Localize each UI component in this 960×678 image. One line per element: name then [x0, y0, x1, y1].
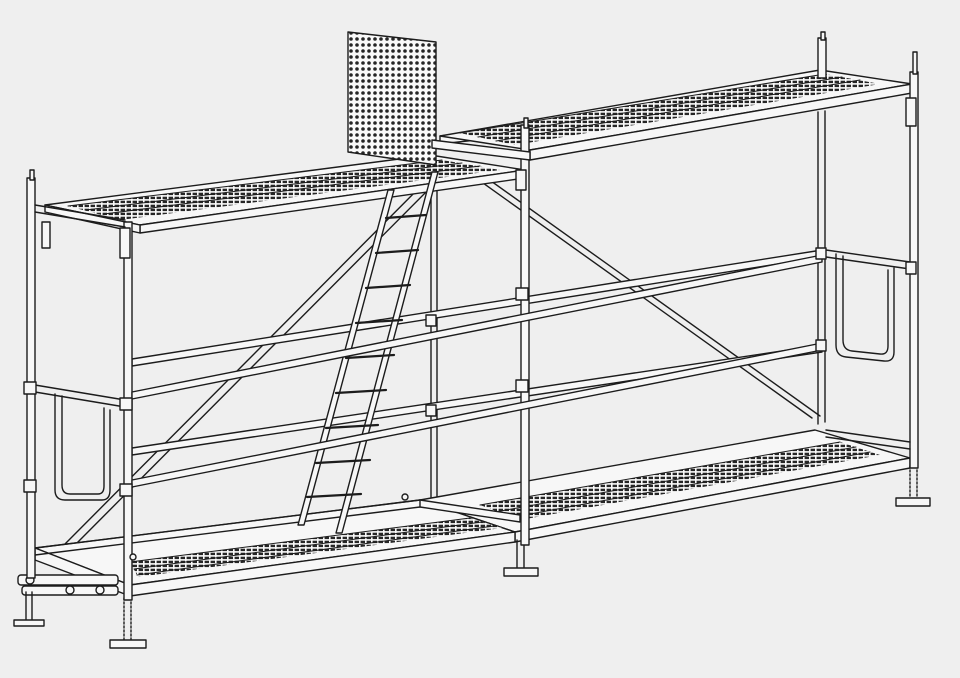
rail-couplers: [23, 97, 917, 497]
deck-connector: [129, 139, 531, 561]
base-clamps: [17, 574, 119, 596]
end-frame-right: [825, 249, 911, 450]
mesh-panel: [347, 31, 437, 166]
access-ladder: [297, 171, 439, 534]
end-frame-left: [34, 204, 126, 501]
base-jacks: [13, 465, 931, 649]
top-deck-right: [439, 69, 913, 161]
bottom-rear-rail: [34, 499, 421, 556]
